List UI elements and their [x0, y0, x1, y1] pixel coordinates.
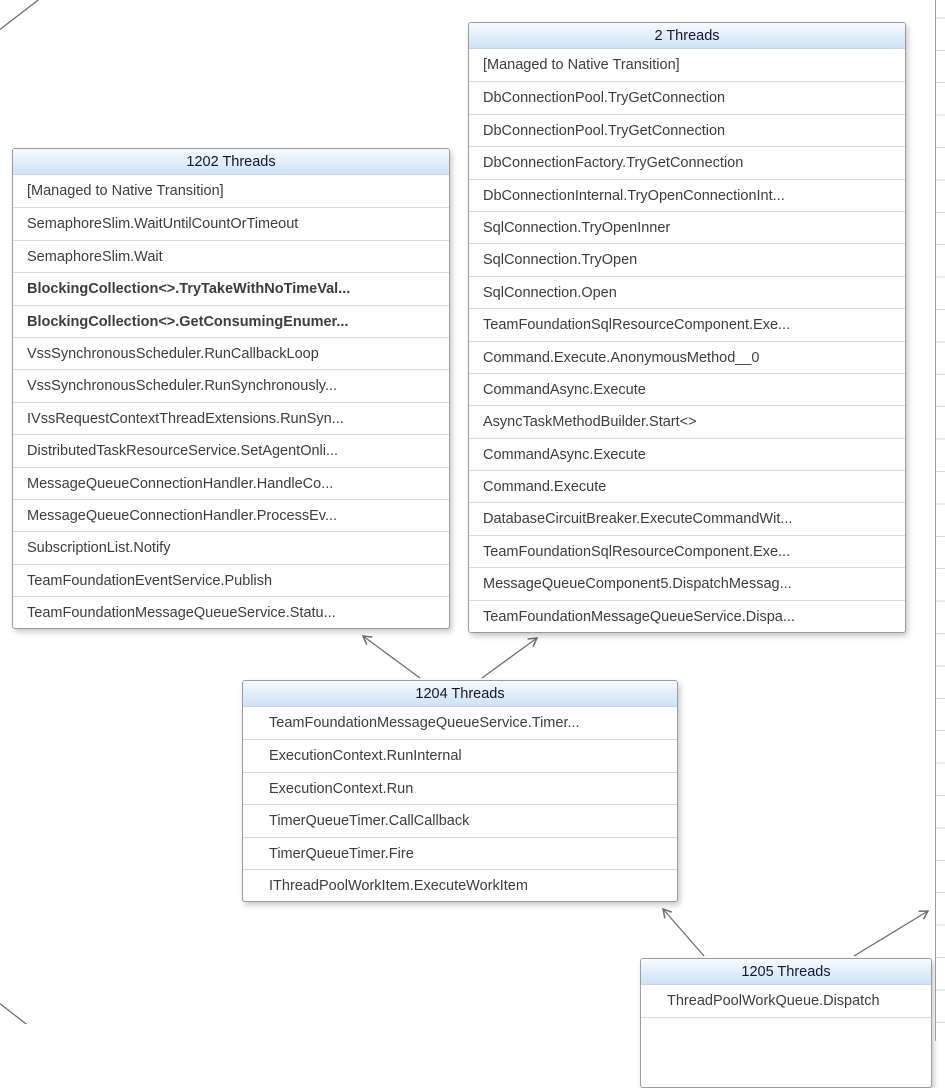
stack-frame[interactable]: DbConnectionInternal.TryOpenConnectionIn…	[469, 178, 905, 211]
stack-frame[interactable]: DistributedTaskResourceService.SetAgentO…	[13, 434, 449, 466]
stack-frame[interactable]: MessageQueueComponent5.DispatchMessag...	[469, 567, 905, 599]
arrow-1204-to-1202	[361, 635, 421, 679]
stack-frame[interactable]: BlockingCollection<>.GetConsumingEnumer.…	[13, 304, 449, 337]
stack-frame[interactable]: MessageQueueConnectionHandler.HandleCo..…	[13, 466, 449, 499]
stack-frame[interactable]: VssSynchronousScheduler.RunSynchronously…	[13, 369, 449, 401]
stack-frame[interactable]: TimerQueueTimer.CallCallback	[243, 804, 677, 836]
stack-frame[interactable]: CommandAsync.Execute	[469, 372, 905, 405]
stack-frame[interactable]: [Managed to Native Transition]	[27, 183, 224, 199]
thread-node-title: 2 Threads	[469, 23, 905, 49]
stack-frame[interactable]: TeamFoundationMessageQueueService.Timer.…	[269, 715, 580, 731]
thread-node-title: 1204 Threads	[243, 681, 677, 707]
stack-frame[interactable]: [Managed to Native Transition]	[483, 57, 680, 73]
stack-frame[interactable]: IVssRequestContextThreadExtensions.RunSy…	[13, 401, 449, 434]
thread-node-1205[interactable]: 1205 Threads ThreadPoolWorkQueue.Dispatc…	[640, 958, 932, 1088]
stack-frame[interactable]: TeamFoundationSqlResourceComponent.Exe..…	[469, 534, 905, 567]
connector-topleft-edge	[0, 0, 40, 31]
stack-frame[interactable]: ThreadPoolWorkQueue.Dispatch	[667, 993, 880, 1009]
stack-frame[interactable]: TeamFoundationMessageQueueService.Dispa.…	[469, 599, 905, 632]
arrow-1205-to-1204	[661, 907, 705, 957]
stack-frame[interactable]: TeamFoundationSqlResourceComponent.Exe..…	[469, 308, 905, 340]
stack-frame[interactable]: SemaphoreSlim.Wait	[13, 239, 449, 272]
stack-frame[interactable]: SqlConnection.TryOpenInner	[469, 210, 905, 243]
stack-frames: [Managed to Native Transition] SemaphoreS…	[13, 175, 449, 628]
stack-frames: ThreadPoolWorkQueue.Dispatch	[641, 985, 931, 1017]
connector-layer	[0, 0, 930, 1024]
arrow-1204-to-2threads	[481, 637, 539, 679]
stack-frame[interactable]: SemaphoreSlim.WaitUntilCountOrTimeout	[13, 207, 449, 239]
stack-frame[interactable]: DatabaseCircuitBreaker.ExecuteCommandWit…	[469, 502, 905, 534]
stack-frame[interactable]: MessageQueueConnectionHandler.ProcessEv.…	[13, 498, 449, 531]
stack-frame[interactable]: TimerQueueTimer.Fire	[243, 836, 677, 869]
stack-frame-partial	[641, 1017, 931, 1049]
stack-frame[interactable]: SqlConnection.TryOpen	[469, 243, 905, 275]
stack-frame[interactable]: AsyncTaskMethodBuilder.Start<>	[469, 405, 905, 437]
stack-frame[interactable]: IThreadPoolWorkItem.ExecuteWorkItem	[243, 868, 677, 901]
stack-frame[interactable]: ExecutionContext.RunInternal	[243, 739, 677, 771]
stack-frame[interactable]: SqlConnection.Open	[469, 275, 905, 308]
stack-frame[interactable]: Command.Execute	[469, 470, 905, 502]
stack-frames: [Managed to Native Transition] DbConnecti…	[469, 49, 905, 632]
stack-frame[interactable]: DbConnectionPool.TryGetConnection	[469, 81, 905, 113]
stack-frame[interactable]: TeamFoundationEventService.Publish	[13, 563, 449, 596]
stack-frame[interactable]: DbConnectionPool.TryGetConnection	[469, 113, 905, 146]
connector-bottomleft-edge	[0, 1002, 28, 1024]
thread-node-1204[interactable]: 1204 Threads TeamFoundationMessageQueueS…	[242, 680, 678, 903]
stack-frame[interactable]: Command.Execute.AnonymousMethod__0	[469, 340, 905, 373]
thread-node-2[interactable]: 2 Threads [Managed to Native Transition]…	[468, 22, 906, 634]
stack-frame[interactable]: VssSynchronousScheduler.RunCallbackLoop	[13, 336, 449, 369]
stack-frame[interactable]: SubscriptionList.Notify	[13, 531, 449, 563]
arrow-1205-to-clipped-node	[853, 910, 930, 957]
thread-node-title: 1205 Threads	[641, 959, 931, 985]
stack-frame[interactable]: BlockingCollection<>.TryTakeWithNoTimeVa…	[13, 272, 449, 304]
stack-frame[interactable]: CommandAsync.Execute	[469, 437, 905, 470]
stack-frame[interactable]: ExecutionContext.Run	[243, 771, 677, 804]
stack-frame[interactable]: DbConnectionFactory.TryGetConnection	[469, 146, 905, 178]
stack-frame[interactable]: TeamFoundationMessageQueueService.Statu.…	[13, 596, 449, 628]
stack-frames: TeamFoundationMessageQueueService.Timer.…	[243, 707, 677, 901]
thread-node-1202[interactable]: 1202 Threads [Managed to Native Transiti…	[12, 148, 450, 630]
clipped-thread-node	[935, 0, 945, 1041]
thread-node-title: 1202 Threads	[13, 149, 449, 175]
